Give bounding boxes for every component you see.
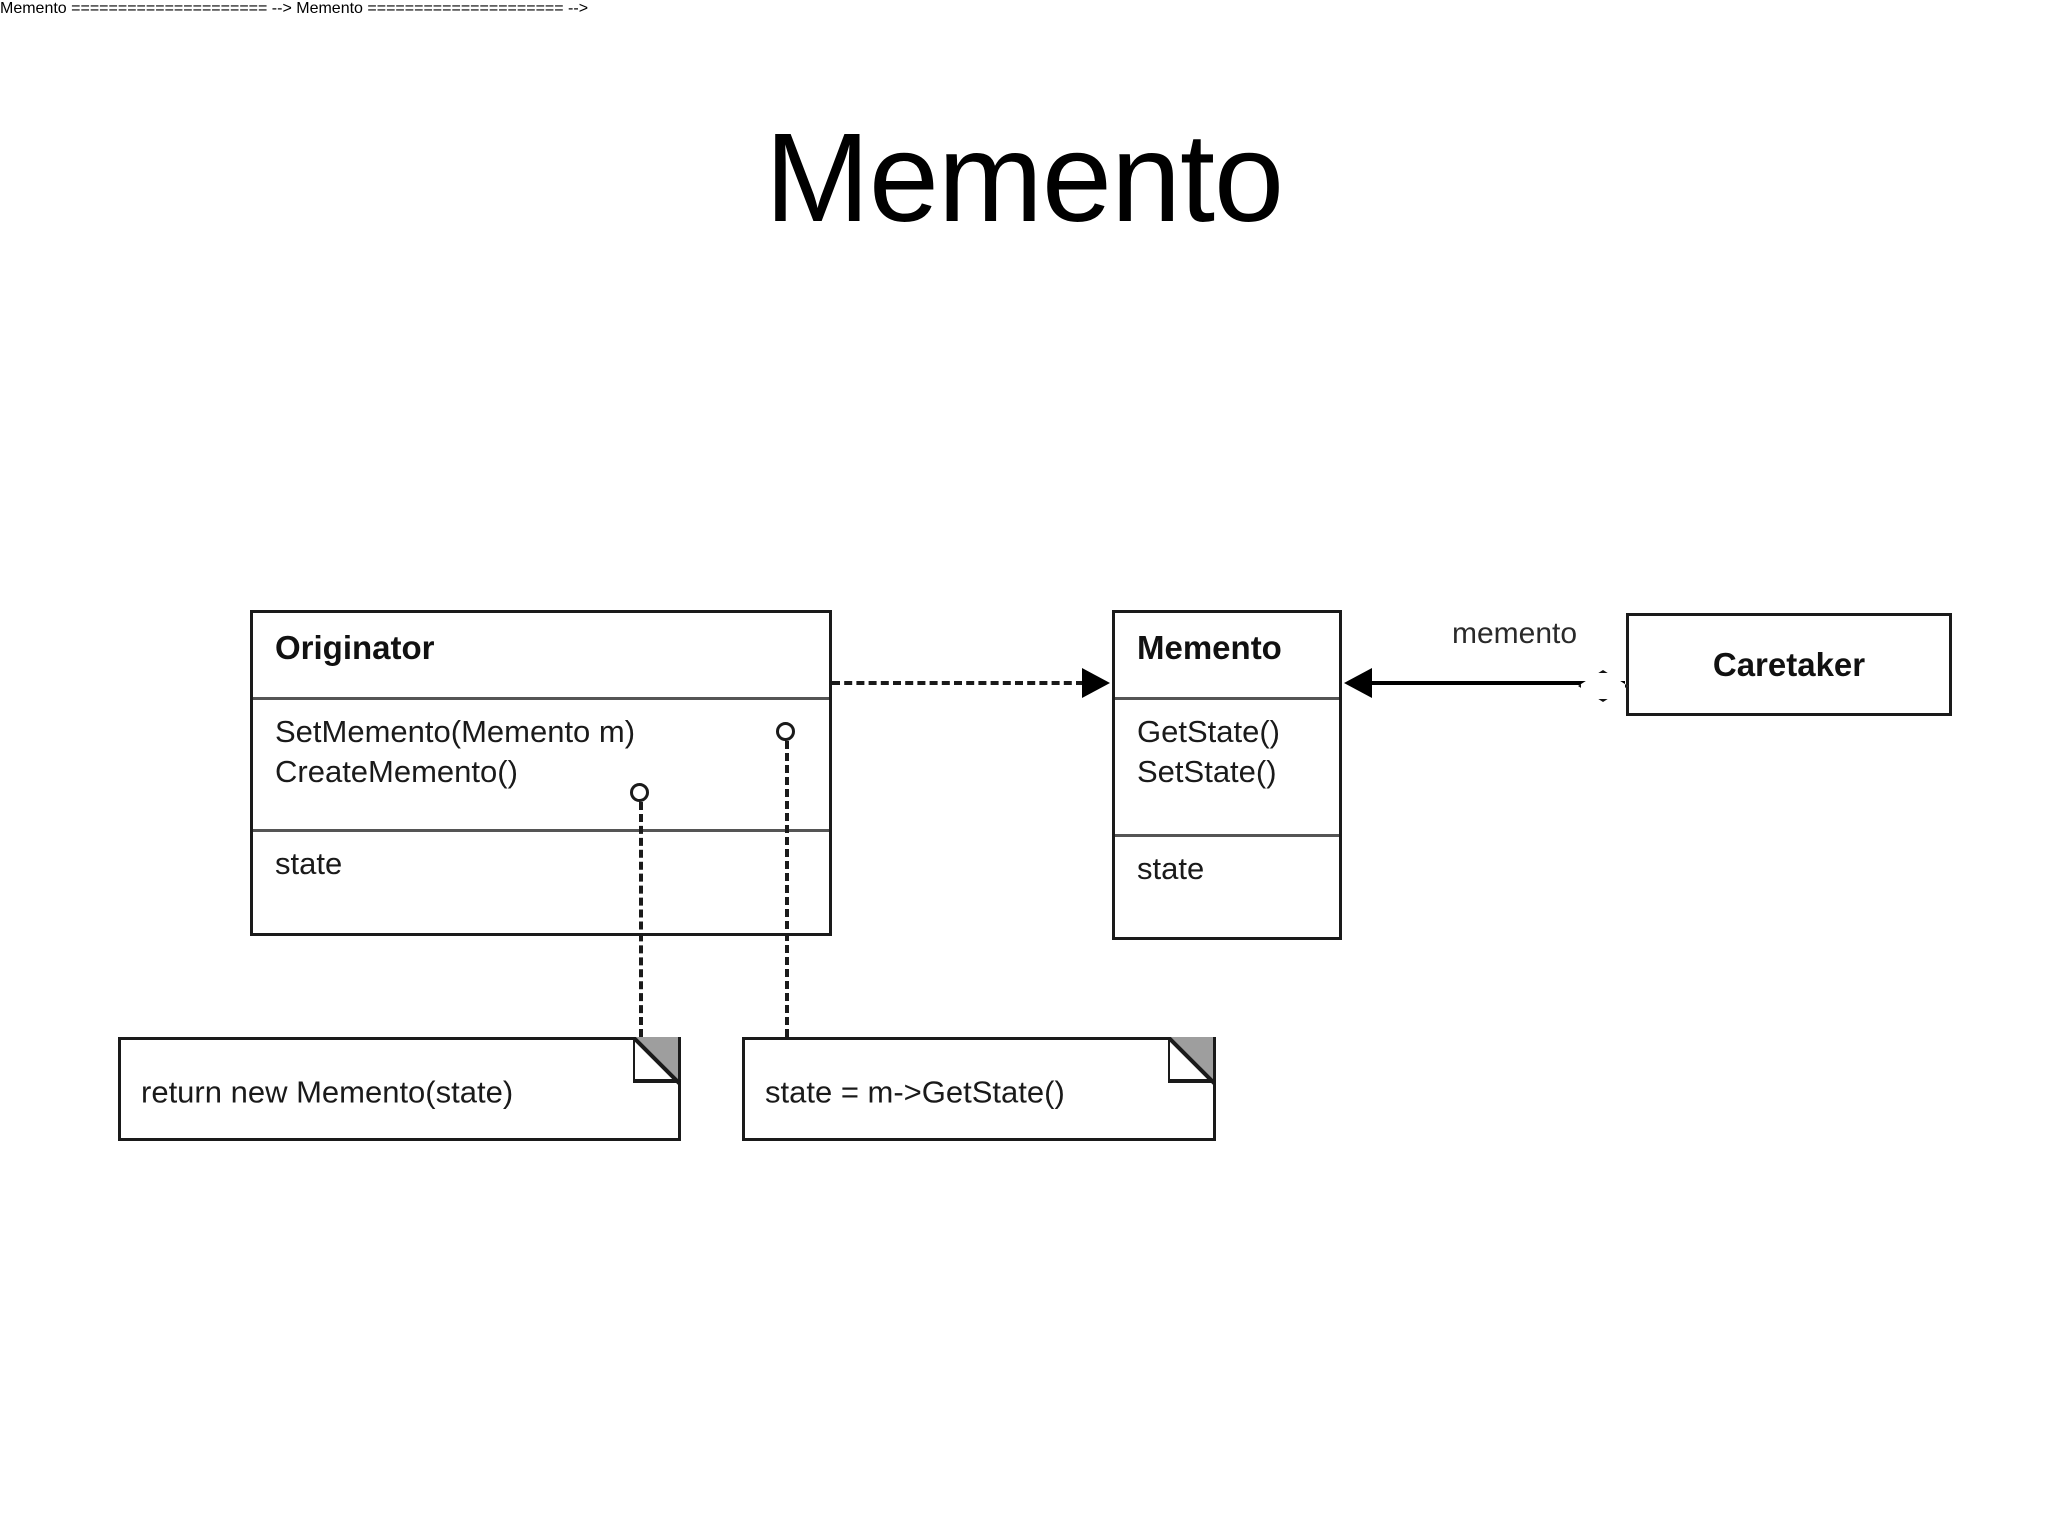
note-fold-edge-icon xyxy=(1168,1037,1216,1085)
dependency-arrowhead-to-memento xyxy=(1082,668,1110,698)
caretaker-class-name: Caretaker xyxy=(1712,645,1866,683)
anchor-circle-creatememento[interactable] xyxy=(630,783,649,802)
uml-note-create-memento[interactable]: return new Memento(state) xyxy=(118,1037,681,1141)
note-fold-corner-icon xyxy=(1168,1037,1216,1085)
uml-note-set-memento[interactable]: state = m->GetState() xyxy=(742,1037,1216,1141)
anchor-circle-setmemento[interactable] xyxy=(776,722,795,741)
memento-operation-setstate: SetState() xyxy=(1137,753,1277,789)
originator-operations-compartment: SetMemento(Memento m) CreateMemento() xyxy=(253,697,829,829)
memento-attributes-compartment: state xyxy=(1115,834,1339,937)
memento-operation-list: GetState() SetState() xyxy=(1115,700,1339,805)
dependency-line-originator-to-memento xyxy=(832,681,1084,685)
note-fold-corner-icon xyxy=(633,1037,681,1085)
uml-class-originator[interactable]: Originator SetMemento(Memento m) CreateM… xyxy=(250,610,832,936)
note-text-create-memento: return new Memento(state) xyxy=(141,1074,514,1110)
memento-operations-compartment: GetState() SetState() xyxy=(1115,697,1339,834)
originator-operation-setmemento: SetMemento(Memento m) xyxy=(275,714,636,749)
originator-attributes-compartment: state xyxy=(253,829,829,933)
caretaker-name-compartment: Caretaker xyxy=(1629,616,1949,713)
note-text-set-memento: state = m->GetState() xyxy=(765,1074,1065,1110)
memento-attribute-state: state xyxy=(1137,851,1205,886)
memento-class-name: Memento xyxy=(1137,629,1282,666)
memento-attribute-list: state xyxy=(1115,837,1339,903)
association-role-label-memento: memento xyxy=(1452,617,1578,650)
association-arrowhead-to-memento xyxy=(1344,668,1372,698)
aggregation-diamond-caretaker xyxy=(1578,670,1628,702)
originator-attribute-list: state xyxy=(253,832,829,898)
page-title: Memento xyxy=(764,107,1284,248)
originator-name-compartment: Originator xyxy=(253,613,829,697)
originator-operation-creatememento: CreateMemento() xyxy=(275,753,518,789)
uml-class-memento[interactable]: Memento GetState() SetState() state xyxy=(1112,610,1342,940)
note-fold-edge-icon xyxy=(633,1037,681,1085)
originator-class-name: Originator xyxy=(275,629,435,666)
memento-name-compartment: Memento xyxy=(1115,613,1339,697)
originator-attribute-state: state xyxy=(275,846,343,881)
originator-operation-list: SetMemento(Memento m) CreateMemento() xyxy=(253,700,829,805)
leader-line-setmemento-to-note xyxy=(785,741,789,1037)
leader-line-creatememento-to-note xyxy=(639,802,643,1037)
uml-class-caretaker[interactable]: Caretaker xyxy=(1626,613,1952,716)
memento-operation-getstate: GetState() xyxy=(1137,714,1280,749)
association-line-caretaker-memento xyxy=(1370,681,1625,685)
